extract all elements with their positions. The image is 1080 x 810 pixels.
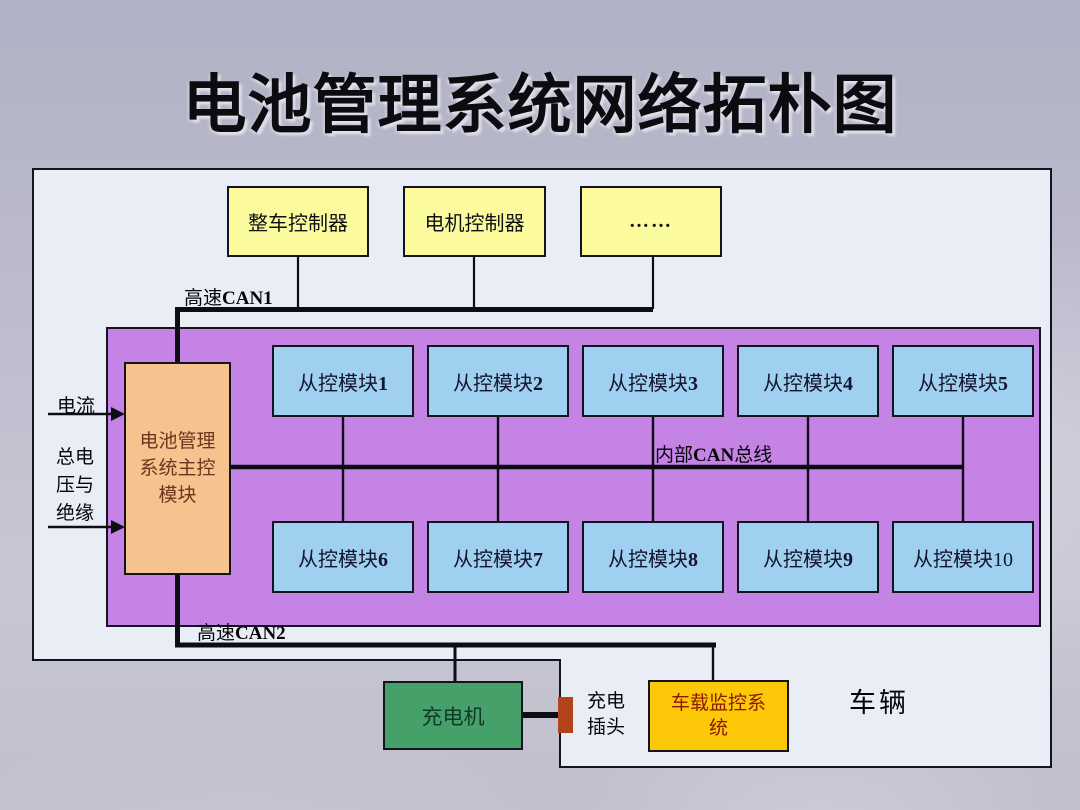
slave-module-label: 从控模块10 bbox=[913, 543, 1013, 572]
module-num: 6 bbox=[378, 548, 388, 571]
can2-bus-label: 高速CAN2 bbox=[197, 618, 286, 645]
module-num: 4 bbox=[843, 372, 853, 395]
module-text: 从控模块 bbox=[913, 548, 993, 571]
internal-can-prefix: 内部 bbox=[655, 445, 694, 466]
onboard-monitor-box: 车载监控系统 bbox=[648, 680, 789, 752]
internal-can-suffix: 总线 bbox=[734, 445, 773, 466]
slave-module-label: 从控模块2 bbox=[453, 367, 543, 396]
module-num: 3 bbox=[688, 372, 698, 395]
onboard-monitor-label: 车载监控系统 bbox=[670, 693, 766, 739]
vehicle-controller-box: 整车控制器 bbox=[227, 186, 369, 257]
can2-name: CAN2 bbox=[235, 623, 286, 644]
master-module-label: 电池管理系统主控模块 bbox=[139, 431, 216, 506]
module-text: 从控模块 bbox=[453, 548, 533, 571]
can2-prefix: 高速 bbox=[197, 623, 236, 644]
slave-module-6: 从控模块6 bbox=[272, 521, 414, 593]
vehicle-controller-label: 整车控制器 bbox=[248, 213, 348, 235]
charging-plug-label: 充电插头 bbox=[587, 691, 626, 738]
module-num: 10 bbox=[993, 548, 1013, 571]
page-title: 电池管理系统网络拓朴图 bbox=[182, 70, 898, 141]
module-num: 9 bbox=[843, 548, 853, 571]
slave-module-label: 从控模块5 bbox=[918, 367, 1008, 396]
bms-region bbox=[106, 327, 1041, 627]
slave-module-9: 从控模块9 bbox=[737, 521, 879, 593]
module-text: 从控模块 bbox=[763, 548, 843, 571]
slave-module-8: 从控模块8 bbox=[582, 521, 724, 593]
wiring bbox=[48, 257, 965, 718]
charger-label: 充电机 bbox=[421, 704, 485, 729]
module-num: 2 bbox=[533, 372, 543, 395]
module-text: 从控模块 bbox=[608, 372, 688, 395]
voltage-arrowhead-icon bbox=[111, 520, 125, 534]
current-input-label: 电流 bbox=[57, 396, 96, 417]
slave-module-3: 从控模块3 bbox=[582, 345, 724, 417]
can1-name: CAN1 bbox=[222, 288, 273, 309]
master-module-box: 电池管理系统主控模块 bbox=[124, 362, 231, 575]
module-text: 从控模块 bbox=[453, 372, 533, 395]
charger-box: 充电机 bbox=[383, 681, 523, 750]
module-text: 从控模块 bbox=[918, 372, 998, 395]
current-arrowhead-icon bbox=[111, 407, 125, 421]
module-text: 从控模块 bbox=[298, 372, 378, 395]
slave-module-label: 从控模块9 bbox=[763, 543, 853, 572]
internal-can-name: CAN bbox=[693, 445, 735, 466]
voltage-insulation-input-label: 总电压与绝缘 bbox=[56, 447, 95, 524]
slave-module-10: 从控模块10 bbox=[892, 521, 1034, 593]
slave-module-label: 从控模块7 bbox=[453, 543, 543, 572]
slave-module-label: 从控模块8 bbox=[608, 543, 698, 572]
slave-module-1: 从控模块1 bbox=[272, 345, 414, 417]
module-num: 1 bbox=[378, 372, 388, 395]
slave-module-label: 从控模块4 bbox=[763, 367, 853, 396]
other-nodes-box: …… bbox=[580, 186, 722, 257]
module-num: 8 bbox=[688, 548, 698, 571]
motor-controller-box: 电机控制器 bbox=[403, 186, 546, 257]
can2-bus-line bbox=[175, 574, 716, 648]
vehicle-label: 车辆 bbox=[849, 688, 909, 718]
slave-module-2: 从控模块2 bbox=[427, 345, 569, 417]
internal-can-bus-label: 内部CAN总线 bbox=[655, 440, 772, 467]
slave-module-4: 从控模块4 bbox=[737, 345, 879, 417]
module-text: 从控模块 bbox=[608, 548, 688, 571]
slave-module-7: 从控模块7 bbox=[427, 521, 569, 593]
ellipsis-label: …… bbox=[629, 210, 673, 232]
can1-bus-label: 高速CAN1 bbox=[184, 283, 273, 310]
motor-controller-label: 电机控制器 bbox=[424, 213, 525, 235]
slave-module-label: 从控模块3 bbox=[608, 367, 698, 396]
module-num: 5 bbox=[998, 372, 1008, 395]
charging-plug-connector bbox=[558, 697, 573, 733]
slave-module-label: 从控模块6 bbox=[298, 543, 388, 572]
slave-module-5: 从控模块5 bbox=[892, 345, 1034, 417]
slave-module-label: 从控模块1 bbox=[298, 367, 388, 396]
can1-bus-line bbox=[175, 307, 653, 363]
module-text: 从控模块 bbox=[763, 372, 843, 395]
can1-prefix: 高速 bbox=[184, 288, 223, 309]
module-text: 从控模块 bbox=[298, 548, 378, 571]
module-num: 7 bbox=[533, 548, 543, 571]
